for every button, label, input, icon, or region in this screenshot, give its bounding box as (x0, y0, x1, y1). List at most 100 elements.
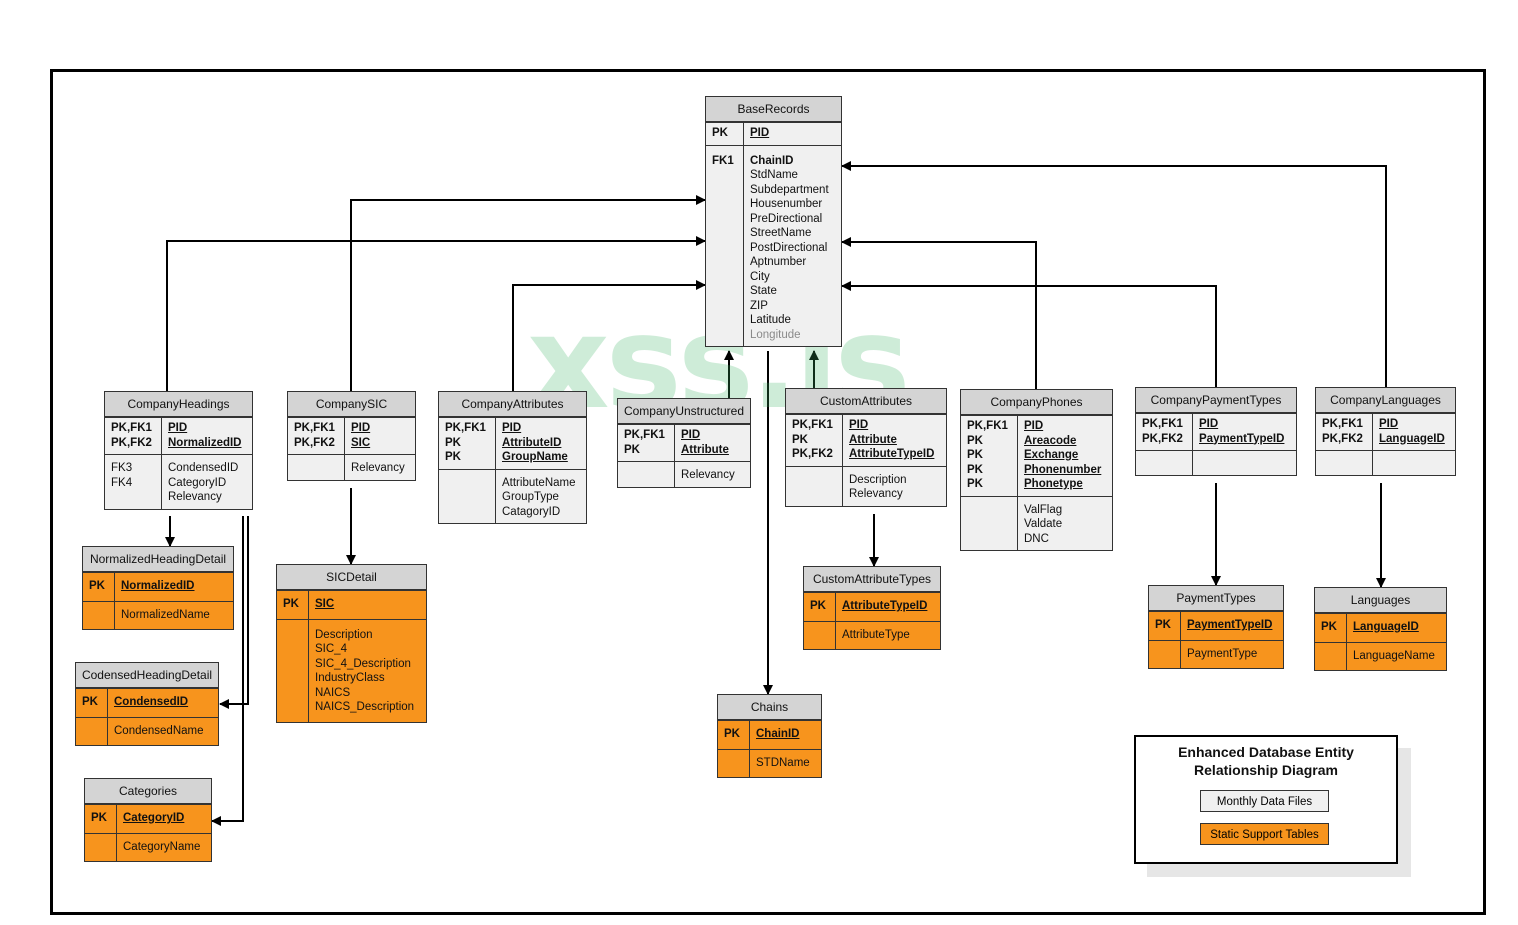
attribute-field: CondensedID (168, 462, 239, 474)
field-column: CategoryName (117, 834, 206, 862)
attribute-field: Description (849, 473, 907, 486)
field-column: AttributeType (836, 622, 916, 650)
attribute-section: CondensedName (76, 716, 218, 746)
key-section: PK CategoryID (85, 804, 211, 833)
key-column: PK (804, 593, 836, 621)
attribute-section: PaymentType (1149, 639, 1283, 669)
primary-key-field: PID (1024, 420, 1044, 432)
key-label: PK,FK1 (1322, 418, 1363, 430)
attribute-field: CatagoryID (502, 505, 561, 518)
key-column (718, 749, 750, 777)
primary-key-field: Phonetype (1024, 478, 1083, 490)
attribute-field: AttributeName (502, 476, 576, 489)
primary-key-field: Attribute (849, 433, 897, 446)
entity-title: PaymentTypes (1149, 586, 1283, 611)
key-label: PK (1155, 619, 1171, 631)
field-column: LanguageName (1347, 643, 1441, 671)
key-label: PK,FK1 (792, 419, 833, 431)
primary-key-field: PID (1199, 418, 1219, 430)
key-label: PK (724, 728, 740, 740)
attribute-field: DNC (1024, 532, 1049, 545)
attribute-field: Subdepartment (750, 183, 829, 196)
primary-key-field: CategoryID (123, 812, 185, 824)
primary-key-field: PID (502, 422, 522, 434)
key-column (1316, 451, 1373, 475)
link-payment-base (841, 281, 1217, 387)
key-column (786, 466, 843, 506)
attribute-field: CategoryName (123, 840, 201, 853)
field-column: STDName (750, 750, 816, 778)
key-label: PK (91, 812, 107, 824)
attribute-field: PostDirectional (750, 241, 828, 254)
primary-key-field: PID (1379, 418, 1399, 430)
entity-title: CodensedHeadingDetail (76, 663, 218, 688)
field-column: AttributeTypeID (836, 593, 933, 621)
key-column (1136, 451, 1193, 475)
primary-key-field: PID (351, 422, 371, 434)
key-label: PK (967, 478, 983, 490)
entity-title: BaseRecords (706, 97, 841, 122)
attribute-field: Aptnumber (750, 256, 807, 268)
key-column (83, 601, 115, 629)
field-column: PaymentType (1181, 641, 1263, 669)
key-label: PK (445, 451, 461, 463)
primary-key-field: Areacode (1024, 434, 1077, 447)
entity-title: SICDetail (277, 565, 426, 590)
attribute-field: Latitude (750, 314, 791, 326)
primary-key-field: NormalizedID (168, 436, 242, 449)
key-column (277, 619, 309, 722)
key-column: PK (76, 689, 108, 717)
legend-monthly-swatch: Monthly Data Files (1200, 790, 1329, 812)
entity-title: Categories (85, 779, 211, 804)
key-column (618, 462, 675, 487)
legend: Enhanced Database Entity Relationship Di… (1134, 735, 1398, 864)
legend-static-swatch: Static Support Tables (1200, 823, 1329, 845)
attribute-field: PaymentType (1187, 647, 1258, 660)
attribute-field: Longitude (750, 328, 801, 341)
key-label: PK (445, 436, 461, 449)
key-label: PK (1321, 621, 1337, 633)
attribute-section: Relevancy (618, 461, 750, 487)
key-column: FK1 (706, 145, 744, 346)
field-column: CondensedName (108, 718, 210, 746)
primary-key-field: CondensedID (114, 696, 189, 708)
entity-title: NormalizedHeadingDetail (83, 547, 233, 572)
attribute-field: AttributeType (842, 628, 910, 641)
key-label: PK,FK2 (111, 436, 152, 449)
attribute-section: CategoryName (85, 832, 211, 862)
attribute-field: IndustryClass (315, 672, 385, 684)
key-column: PK (718, 721, 750, 749)
key-column (961, 496, 1018, 550)
attribute-section (1316, 450, 1455, 475)
primary-key-field: NormalizedID (121, 580, 195, 592)
